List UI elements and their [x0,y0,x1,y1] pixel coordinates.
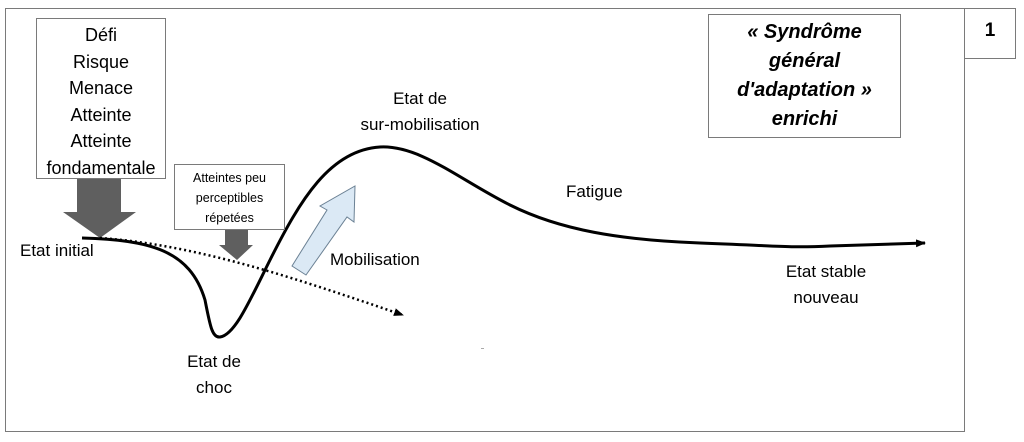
stressor-item: Défi [84,25,117,45]
label-shock-state: Etat de choc [164,349,264,401]
title-line: enrichi [771,108,838,130]
stressor-item: Atteinte [70,131,132,151]
stressor-item: Risque [72,51,130,72]
stressor-item: Menace [68,78,134,98]
stressor-item: fondamentale [46,157,156,178]
title-box: « Syndrôme général d'adaptation » enrich… [708,14,901,138]
outer-frame [5,8,965,432]
mobilization-arrow [291,185,356,276]
big-down-arrow [63,179,136,238]
stressors-box: Défi Risque Menace Atteinte Atteinte fon… [36,18,166,179]
label-line: Etat de [187,352,241,371]
label-overmobilization-state: Etat de sur-mobilisation [340,86,500,138]
small-stressor-line: répetées [205,211,254,225]
title-line: d'adaptation » [737,79,872,101]
small-down-arrow [219,230,253,260]
page-number-frame [964,8,1016,59]
page-number: 1 [984,20,996,41]
stressor-item: Atteinte [70,104,132,125]
stray-mark [481,348,484,349]
small-stressor-line: perceptibles [195,191,264,205]
title-line: général [768,50,841,72]
label-fatigue: Fatigue [566,182,623,201]
dotted-trend-arrow [99,236,404,317]
adaptation-curve [81,145,926,339]
title-line: « Syndrôme [747,21,862,43]
label-mobilization: Mobilisation [330,250,420,269]
small-stressors-box: Atteintes peu perceptibles répetées [174,164,285,230]
label-line: sur-mobilisation [360,115,480,134]
label-stable-state: Etat stable nouveau [766,259,886,311]
label-line: Etat stable [785,262,867,281]
label-initial-state: Etat initial [20,241,94,260]
label-line: choc [196,378,232,397]
label-line: Etat de [393,89,447,108]
label-line: nouveau [793,288,859,307]
small-stressor-line: Atteintes peu [193,171,266,185]
